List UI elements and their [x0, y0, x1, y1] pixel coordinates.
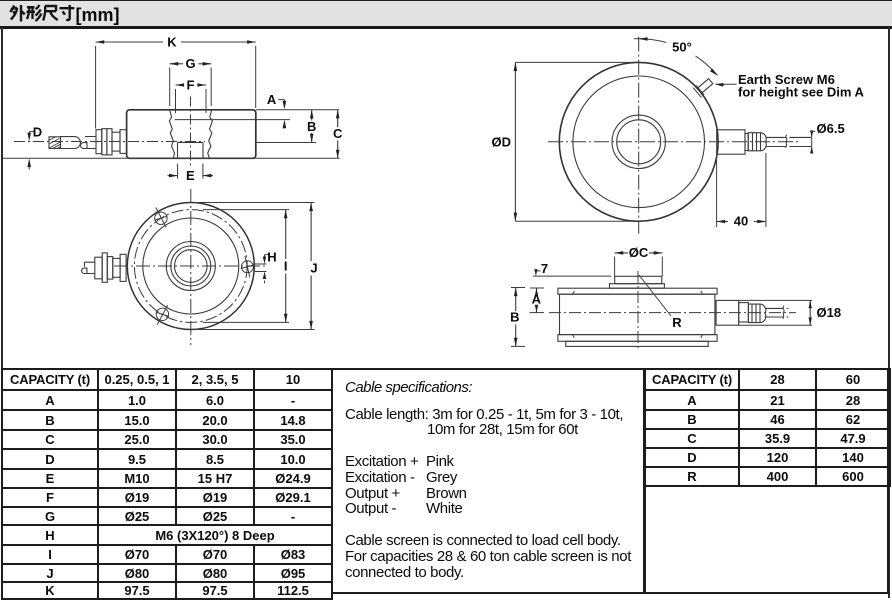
svg-text:G: G	[185, 56, 195, 71]
svg-text:for height see Dim A: for height see Dim A	[738, 85, 865, 100]
svg-text:E: E	[186, 168, 195, 183]
svg-text:K: K	[167, 34, 177, 49]
svg-text:ØC: ØC	[629, 245, 649, 260]
svg-text:50°: 50°	[672, 40, 692, 55]
svg-text:[mm]: [mm]	[76, 5, 120, 25]
svg-text:A: A	[267, 92, 277, 107]
svg-text:R: R	[672, 315, 682, 330]
svg-text:7: 7	[541, 261, 548, 276]
svg-text:J: J	[310, 261, 317, 276]
svg-text:D: D	[33, 125, 42, 140]
svg-text:Ø6.5: Ø6.5	[817, 121, 845, 136]
svg-text:B: B	[307, 119, 316, 134]
svg-text:Earth Screw M6: Earth Screw M6	[738, 72, 835, 87]
svg-text:I: I	[284, 258, 288, 273]
svg-text:A: A	[532, 292, 542, 307]
svg-text:H: H	[267, 249, 276, 264]
svg-text:F: F	[187, 77, 195, 92]
svg-text:40: 40	[734, 214, 748, 229]
svg-text:Ø18: Ø18	[817, 305, 842, 320]
svg-text:B: B	[510, 310, 519, 325]
svg-text:C: C	[333, 126, 343, 141]
svg-text:ØD: ØD	[492, 135, 512, 150]
